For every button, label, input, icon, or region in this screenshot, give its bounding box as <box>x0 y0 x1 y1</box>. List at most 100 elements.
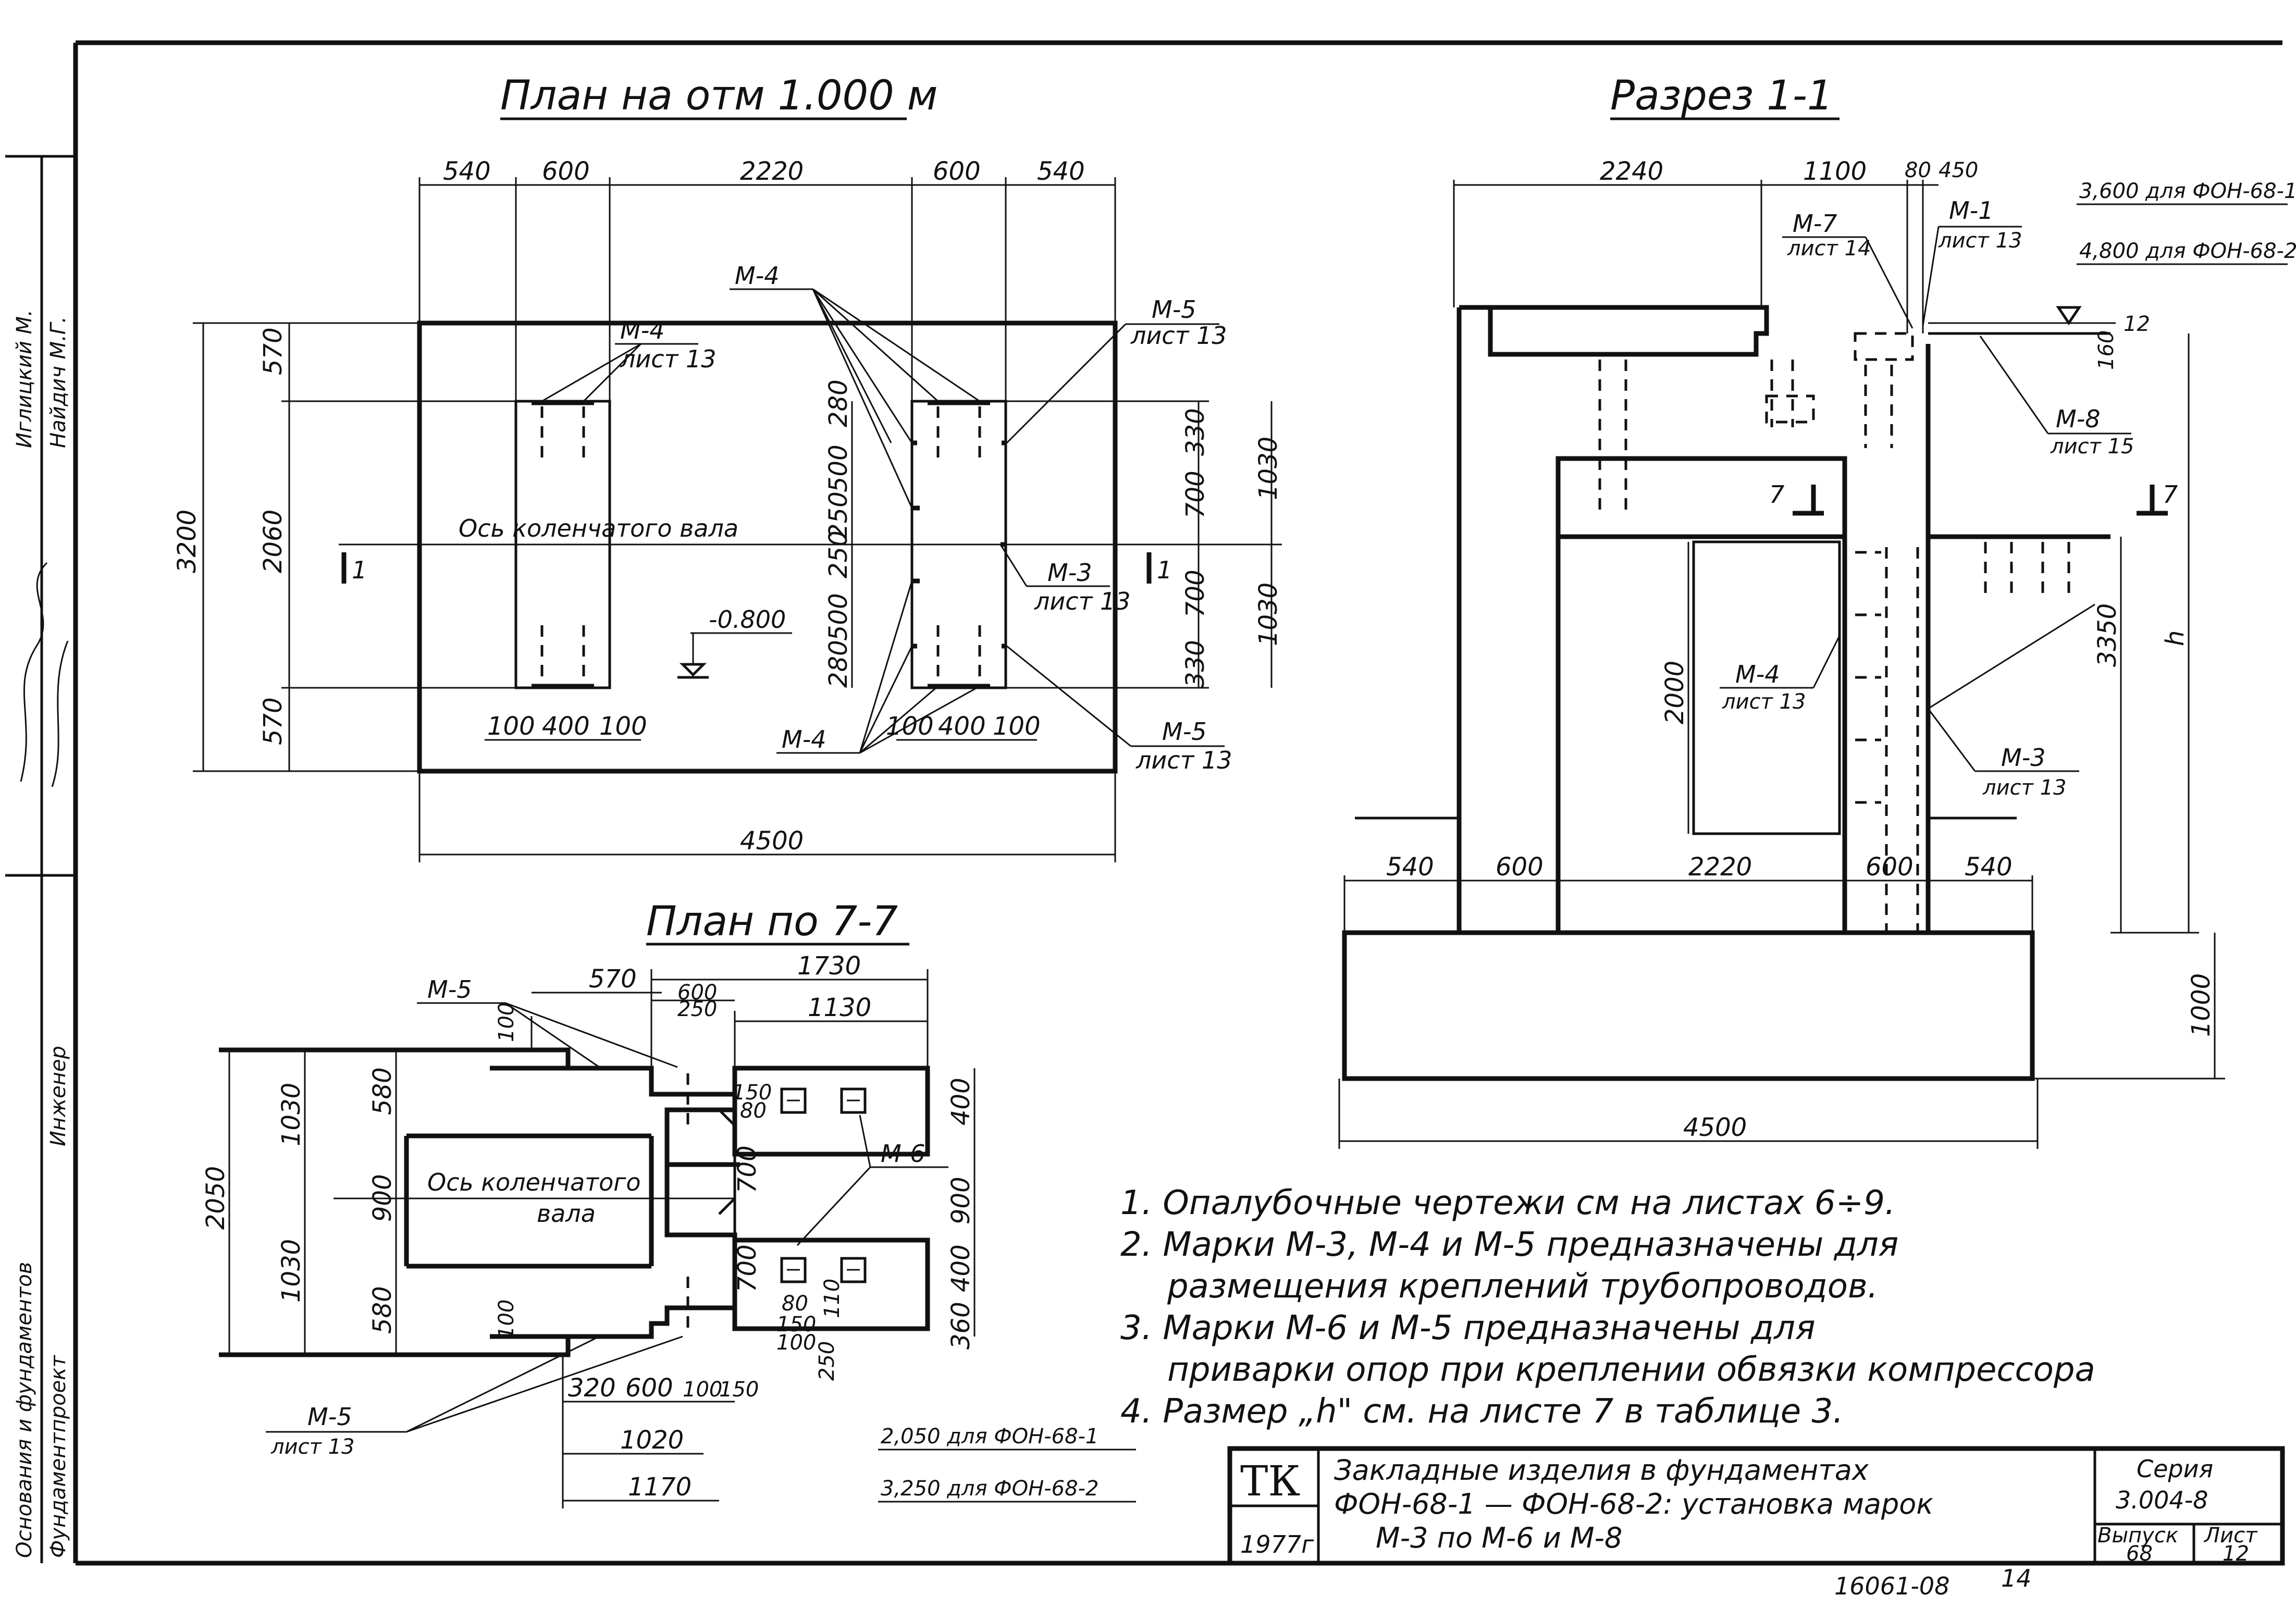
mark-sheet: лист 13 <box>1135 746 1232 774</box>
dim-text: 1030 <box>1254 437 1283 500</box>
dim-text: 570 <box>589 964 637 994</box>
level-label: 3,250 для ФОН-68-2 <box>881 1477 1098 1501</box>
title-plan-77: План по 7-7 <box>646 898 898 945</box>
dim-text: 280 <box>824 640 853 688</box>
mark-sheet: лист 13 <box>1722 690 1806 714</box>
dim-text: 1030 <box>277 1239 306 1303</box>
mark-sheet: лист 13 <box>1938 229 2022 253</box>
footer-page: 14 <box>2001 1564 2032 1592</box>
dim-text: 540 <box>1965 852 2013 882</box>
level-mark-icon <box>679 663 707 677</box>
note-line: размещения креплений трубопроводов. <box>1167 1267 1878 1306</box>
dim-text: 160 <box>2094 330 2118 370</box>
dim-text: 1030 <box>277 1083 306 1146</box>
mark-label: М-4 <box>735 262 780 290</box>
stamp-title-1: Закладные изделия в фундаментах <box>1334 1454 1869 1487</box>
cut-mark-label: 7 <box>1769 480 1784 509</box>
dim-text: 580 <box>368 1286 397 1334</box>
dim-text: 110 <box>820 1279 844 1318</box>
dim-text: 100 <box>776 1331 816 1355</box>
side-name-1: Иглицкий М. <box>13 310 36 448</box>
mark-sheet: лист 13 <box>1130 321 1227 350</box>
title-stamp: ТК 1977г Закладные изделия в фундаментах… <box>1227 1446 2285 1566</box>
mark-label: М-3 <box>1047 559 1092 587</box>
mark-label: М-5 <box>1152 295 1196 324</box>
side-strip: Основания и фундаментов Фундаментпроект … <box>13 310 70 1558</box>
dim-text: 570 <box>258 697 288 745</box>
block-top-right <box>732 1066 930 1157</box>
dim-text: 1100 <box>1803 157 1867 186</box>
side-org-1: Основания и фундаментов <box>13 1262 36 1558</box>
level-label: 4,800 для ФОН-68-2 <box>2079 239 2296 263</box>
dim-text: 320 <box>568 1373 616 1403</box>
level-label: 3,600 для ФОН-68-1 <box>2079 179 2296 203</box>
dim-text: 1000 <box>2187 973 2216 1037</box>
stamp-title-3: М-3 по М-6 и М-8 <box>1376 1521 1622 1554</box>
note-line: 3. Марки М-6 и М-5 предназначены для <box>1120 1309 1816 1347</box>
dim-text: 80 <box>1905 158 1931 182</box>
dim-text: 80 <box>782 1292 808 1316</box>
dim-text: 3200 <box>172 510 202 573</box>
dim-text: 100 <box>683 1378 722 1402</box>
dim-text: 280 <box>824 379 853 427</box>
foundation-base <box>1342 930 2035 1081</box>
dim-text: 80 <box>740 1099 767 1123</box>
stamp-logo: ТК <box>1240 1457 1300 1505</box>
dim-text: 2050 <box>201 1166 230 1230</box>
mark-label: М-4 <box>782 725 826 753</box>
dim-text: 360 <box>946 1302 976 1350</box>
dim-text: 570 <box>258 327 288 375</box>
dim-text: 540 <box>443 157 491 186</box>
dim-text: 12 <box>2124 312 2150 336</box>
mark-sheet: лист 13 <box>1982 776 2066 800</box>
mark-label: М-5 <box>427 975 472 1004</box>
mark-label: М-5 <box>1162 717 1207 746</box>
dim-text: 400 <box>938 712 986 741</box>
foundation-outline <box>417 320 1118 774</box>
stamp-sheet-value: 12 <box>2223 1542 2249 1566</box>
dim-text: 600 <box>1866 852 1914 882</box>
anchor-bolt <box>840 1087 867 1114</box>
stamp-series-value: 3.004-8 <box>2116 1486 2208 1514</box>
dim-text: 330 <box>1181 640 1210 688</box>
mark-sheet: лист 15 <box>2050 435 2134 459</box>
axis-label: вала <box>537 1199 596 1228</box>
level-label: 2,050 для ФОН-68-1 <box>881 1425 1098 1449</box>
anchor-bolt <box>840 1257 867 1283</box>
dim-text: 1170 <box>628 1472 692 1502</box>
stamp-year: 1977г <box>1240 1530 1314 1558</box>
sheet-frame <box>5 40 2282 1566</box>
dim-text: 700 <box>1181 471 1210 518</box>
plan-77-outline <box>219 1047 740 1357</box>
dim-text: 700 <box>733 1145 762 1193</box>
dim-text: 4500 <box>1683 1113 1747 1142</box>
dim-text: 250 <box>824 491 853 539</box>
side-role: Инженер <box>46 1046 70 1146</box>
axis-label: Ось коленчатого <box>427 1168 641 1196</box>
footer-number: 16061-08 <box>1834 1572 1949 1600</box>
dim-text: 500 <box>824 593 853 641</box>
dim-text: 900 <box>946 1177 976 1224</box>
side-name-2: Найдич М.Г. <box>46 316 70 448</box>
top-platform <box>1459 305 1769 357</box>
signature <box>20 562 48 782</box>
dim-text: 2220 <box>740 157 804 186</box>
dim-text: 1020 <box>620 1426 684 1455</box>
dim-text: 1130 <box>808 993 871 1022</box>
dim-text: 2060 <box>258 510 288 573</box>
stamp-series-label: Серия <box>2137 1455 2213 1483</box>
mark-label: М-5 <box>307 1403 352 1431</box>
stamp-sheet-label: Лист <box>2203 1524 2258 1548</box>
dim-text: 100 <box>993 712 1041 741</box>
title-section: Разрез 1-1 <box>1610 72 1833 119</box>
dim-text: 500 <box>824 444 853 492</box>
anchor-bolt <box>780 1257 807 1283</box>
inner-recess <box>1692 540 1841 835</box>
mark-sheet: лист 13 <box>270 1435 354 1459</box>
signature <box>51 640 69 787</box>
mark-label: М-4 <box>1735 660 1780 688</box>
stamp-issue-value: 68 <box>2126 1542 2153 1566</box>
cut-mark-label: 1 <box>352 556 367 584</box>
dim-text: 2220 <box>1688 852 1752 882</box>
